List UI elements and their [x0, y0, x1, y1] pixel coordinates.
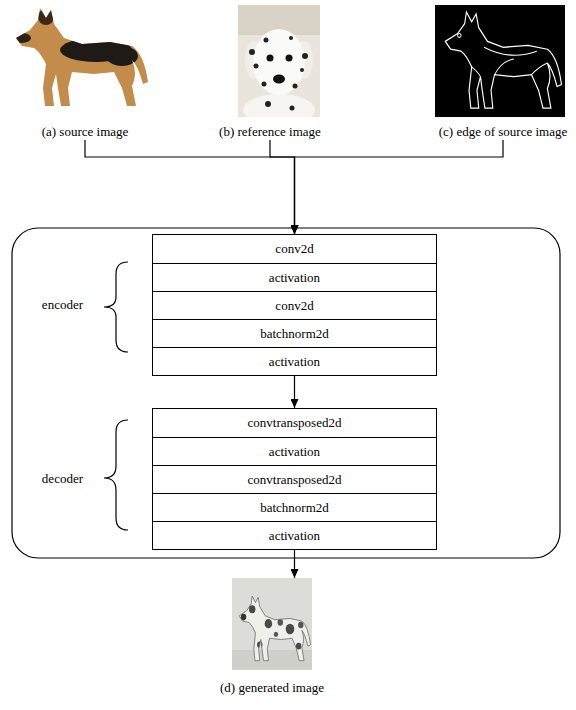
source-dog-photo: [13, 8, 148, 106]
dog-spot: [296, 643, 301, 650]
group-label: encoder: [42, 297, 83, 313]
edge-line: [484, 47, 537, 55]
edge-line: [532, 63, 548, 75]
reference-dog-photo: [238, 5, 320, 117]
layer-name: convtransposed2d: [248, 415, 342, 431]
puppy-nose: [273, 75, 285, 84]
photo-background: [232, 578, 312, 670]
dog-ear: [38, 9, 54, 25]
reference-image-panel: (b) reference image: [205, 4, 335, 140]
puppy-spot: [289, 36, 293, 40]
layer-box: conv2d: [153, 291, 436, 319]
layer-name: convtransposed2d: [248, 472, 342, 488]
dog-spot: [257, 642, 262, 649]
layer-name: activation: [269, 270, 320, 286]
layer-box: conv2d: [153, 235, 436, 263]
dog-spot: [298, 622, 303, 629]
dog-spot: [286, 624, 295, 635]
puppy-spot: [254, 64, 259, 69]
layer-name: batchnorm2d: [260, 500, 329, 516]
dog-spot: [265, 619, 273, 628]
group-label: decoder: [42, 471, 83, 487]
layer-box: activation: [153, 437, 436, 465]
layer-box: convtransposed2d: [153, 465, 436, 493]
image-caption: (c) edge of source image: [439, 124, 568, 140]
puppy-spot: [300, 68, 304, 72]
edge-outline: [445, 12, 561, 108]
puppy-spot: [264, 38, 269, 43]
edge-line: [472, 67, 481, 77]
layer-name: conv2d: [275, 241, 313, 257]
layer-box: activation: [153, 347, 436, 375]
layer-name: activation: [269, 354, 320, 370]
layer-box: convtransposed2d: [153, 409, 436, 437]
generated-image-panel: (d) generated image: [172, 578, 372, 696]
source-image-panel: (a) source image: [5, 4, 165, 140]
decoder-stack: decoderconvtransposed2dactivationconvtra…: [152, 408, 437, 550]
layer-name: conv2d: [275, 298, 313, 314]
dog-spot: [278, 619, 283, 626]
edge-image-panel: (c) edge of source image: [434, 4, 572, 140]
generated-dog-photo: [232, 578, 312, 670]
dog-spot: [249, 605, 255, 613]
puppy-spot: [293, 84, 298, 89]
edge-map-background: [435, 5, 565, 117]
edge-eye: [458, 34, 462, 38]
image-caption: (d) generated image: [220, 680, 324, 696]
edge-line: [495, 59, 514, 75]
image-caption: (b) reference image: [219, 124, 321, 140]
curly-brace: [104, 262, 128, 352]
puppy-head: [253, 29, 305, 95]
puppy-spot: [262, 82, 267, 87]
puppy-spot: [265, 101, 271, 107]
puppy-spot: [249, 49, 255, 55]
model-container: [12, 228, 560, 558]
dog-spot: [274, 632, 278, 637]
puppy-spot: [302, 53, 308, 59]
dog-muzzle: [13, 33, 31, 43]
layer-box: batchnorm2d: [153, 493, 436, 521]
layer-name: batchnorm2d: [260, 326, 329, 342]
puppy-spot: [290, 106, 295, 111]
puppy-eye: [267, 55, 274, 62]
layer-box: batchnorm2d: [153, 319, 436, 347]
puppy-body: [243, 94, 315, 117]
dog-muzzle: [241, 614, 246, 621]
layer-name: activation: [269, 444, 320, 460]
dog-body: [16, 8, 148, 106]
image-caption: (a) source image: [42, 124, 129, 140]
flow-arrow: [85, 140, 295, 234]
dog-saddle: [106, 46, 138, 66]
layer-name: activation: [269, 528, 320, 544]
layer-box: activation: [153, 263, 436, 291]
encoder-stack: encoderconv2dactivationconv2dbatchnorm2d…: [152, 234, 437, 376]
flow-arrow: [294, 550, 295, 578]
flow-arrow: [294, 376, 295, 408]
dog-body: [239, 596, 310, 661]
flow-arrow: [270, 140, 295, 234]
curly-brace: [104, 420, 128, 530]
flow-arrow: [295, 140, 504, 234]
layer-box: activation: [153, 521, 436, 549]
edge-map-outline: [445, 12, 561, 108]
puppy-eye: [286, 55, 293, 62]
